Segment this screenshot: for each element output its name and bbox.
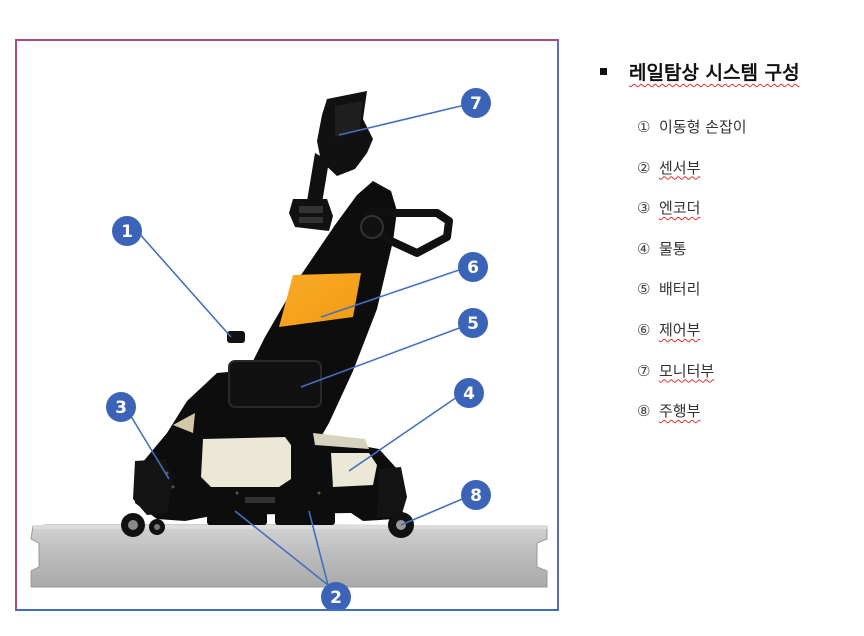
leader-line-8 — [400, 496, 468, 526]
callout-6: 6 — [458, 252, 488, 282]
legend-item: ⑥ 제어부 — [637, 319, 747, 360]
legend-item-label: 제어부 — [659, 320, 701, 339]
callout-4: 4 — [454, 378, 484, 408]
callout-2: 2 — [321, 582, 351, 609]
legend-item-label: 엔코더 — [659, 199, 701, 218]
legend-item: ⑦ 모니터부 — [637, 360, 747, 401]
leader-line-1 — [136, 230, 232, 338]
device-body — [121, 181, 453, 538]
leader-line-4 — [348, 396, 458, 472]
leader-line-2b — [308, 510, 330, 590]
leader-line-2a — [234, 510, 334, 590]
sensor-block-left — [207, 507, 267, 525]
legend-item-number: ④ — [637, 239, 651, 258]
legend-item-label: 이동형 손잡이 — [659, 118, 747, 136]
callout-7: 7 — [461, 88, 491, 118]
svg-text:1: 1 — [121, 222, 133, 242]
legend-item: ⑤ 배터리 — [637, 278, 747, 319]
legend-item: ④ 물통 — [637, 238, 747, 279]
legend-item-number: ⑥ — [637, 320, 651, 339]
legend-title-text: 레일탐상 시스템 구성 — [629, 62, 800, 84]
legend-item: ⑧ 주행부 — [637, 400, 747, 441]
leader-line-3 — [128, 412, 170, 480]
legend-item: ② 센서부 — [637, 157, 747, 198]
leader-line-7 — [338, 104, 466, 136]
legend-item-label: 배터리 — [659, 280, 701, 299]
legend-item-number: ⑤ — [637, 280, 651, 299]
sensor-block-right — [275, 507, 335, 525]
callout-3: 3 — [106, 392, 136, 422]
legend-item: ① 이동형 손잡이 — [637, 116, 747, 157]
system-diagram: 1 2 3 4 5 6 7 8 — [15, 39, 559, 611]
legend-title: 레일탐상 시스템 구성 — [600, 58, 800, 85]
legend-item-label: 주행부 — [659, 402, 701, 421]
svg-text:5: 5 — [467, 314, 479, 334]
legend-item-number: ⑦ — [637, 361, 651, 380]
legend-item-label: 물통 — [659, 239, 687, 258]
cream-panel-left — [201, 437, 291, 487]
inspection-device-illustration: 1 2 3 4 5 6 7 8 — [30, 88, 548, 609]
callout-1: 1 — [112, 216, 142, 246]
legend-list: ① 이동형 손잡이 ② 센서부 ③ 엔코더 ④ 물통 ⑤ 배터리 ⑥ 제어부 ⑦ 모니터부 ⑧ 주행부 — [637, 116, 747, 441]
legend-item-label: 모니터부 — [659, 361, 715, 380]
svg-text:3: 3 — [115, 398, 127, 418]
legend-item-number: ⑧ — [637, 402, 651, 421]
callout-5: 5 — [458, 308, 488, 338]
legend-item: ③ 엔코더 — [637, 197, 747, 238]
svg-text:4: 4 — [463, 384, 475, 404]
svg-text:8: 8 — [470, 486, 482, 506]
square-bullet-icon — [600, 68, 607, 75]
callout-8: 8 — [461, 480, 491, 510]
svg-text:2: 2 — [330, 588, 342, 608]
svg-text:6: 6 — [467, 258, 479, 278]
leader-line-5 — [300, 326, 463, 388]
leader-lines — [128, 104, 468, 590]
legend-item-number: ② — [637, 158, 651, 177]
rail — [30, 524, 548, 588]
legend-item-number: ① — [637, 118, 651, 136]
water-tank — [331, 453, 377, 487]
control-panel — [279, 273, 361, 327]
legend-item-label: 센서부 — [659, 158, 701, 177]
legend-item-number: ③ — [637, 199, 651, 218]
leader-line-6 — [320, 268, 463, 318]
svg-text:7: 7 — [470, 94, 482, 114]
